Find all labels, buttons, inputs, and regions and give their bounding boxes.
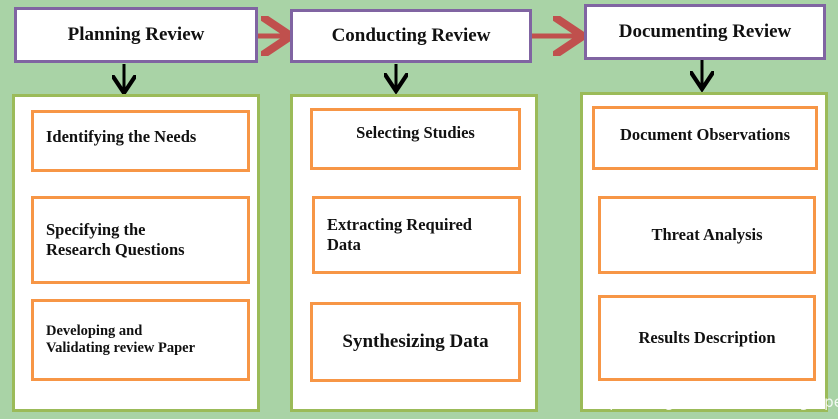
watermark-url: https://blog.csdn.net/moonlightpeng (588, 393, 838, 411)
step-specifying-research-questions: Specifying the Research Questions (31, 196, 250, 284)
step-threat-analysis: Threat Analysis (598, 196, 816, 274)
documenting-review-header: Documenting Review (584, 4, 826, 60)
step-extracting-required-data: Extracting Required Data (312, 196, 521, 274)
step-document-observations: Document Observations (592, 106, 818, 170)
planning-review-header: Planning Review (14, 7, 258, 63)
step-synthesizing-data: Synthesizing Data (310, 302, 521, 382)
step-identifying-the-needs: Identifying the Needs (31, 110, 250, 172)
step-selecting-studies: Selecting Studies (310, 108, 521, 170)
step-results-description: Results Description (598, 295, 816, 381)
step-developing-validating-paper: Developing and Validating review Paper (31, 299, 250, 381)
conducting-review-header: Conducting Review (290, 9, 532, 63)
